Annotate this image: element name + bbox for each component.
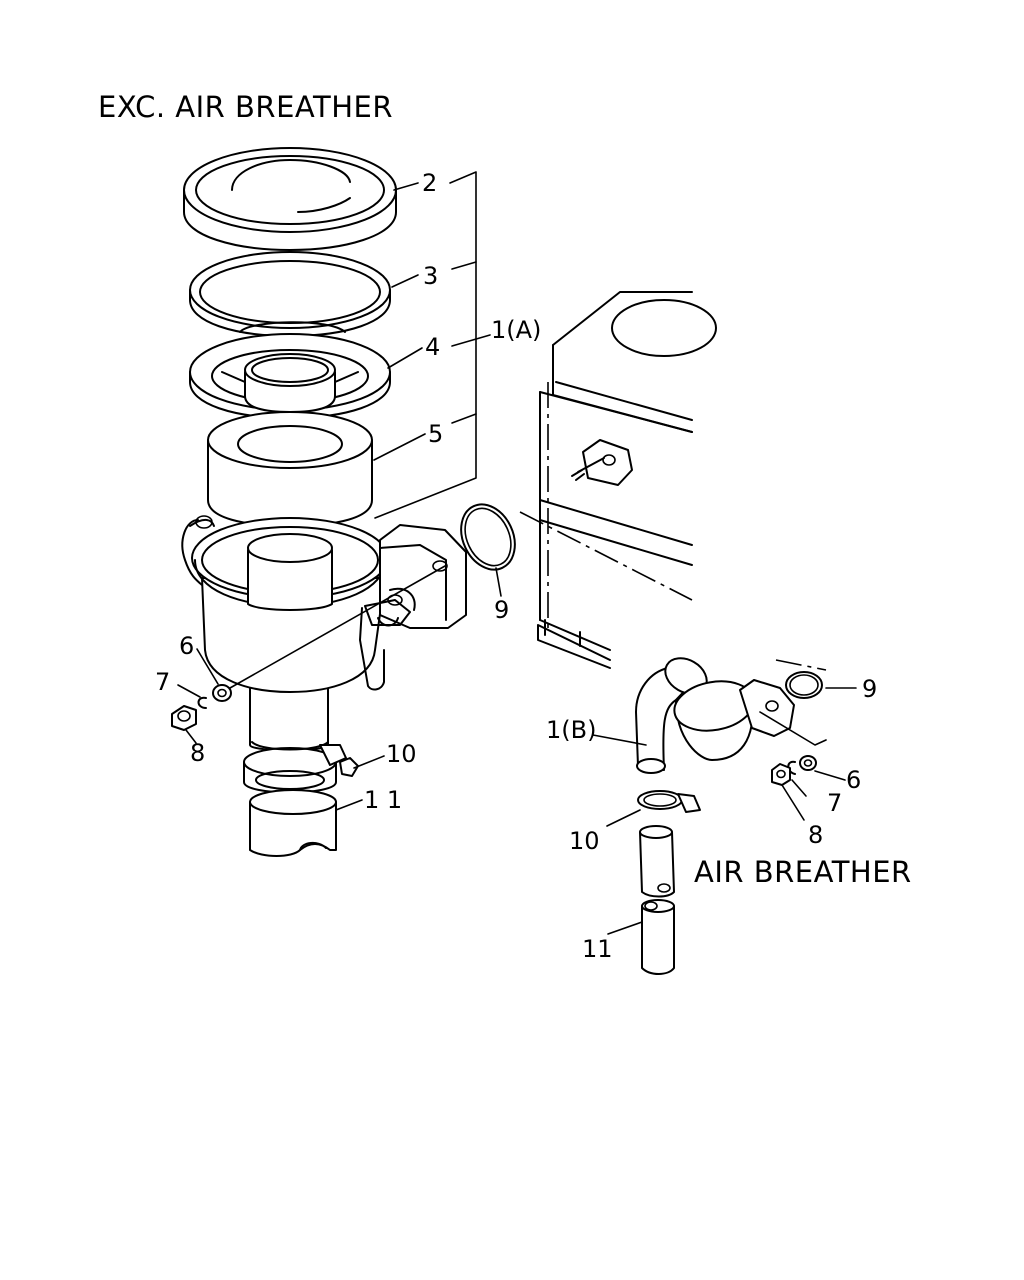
callout-9-right: 9 — [862, 675, 877, 703]
callout-10-left: 10 — [386, 740, 417, 768]
filter-element — [207, 411, 373, 527]
callout-11-right: 11 — [582, 935, 613, 963]
leader-lines — [177, 171, 857, 935]
callout-10-right: 10 — [569, 827, 600, 855]
air-breather-title: AIR BREATHER — [694, 855, 912, 889]
callout-7-right: 7 — [827, 789, 842, 817]
callout-1a: 1(A) — [491, 316, 541, 344]
air-breather-assembly — [635, 657, 823, 975]
callout-4: 4 — [425, 333, 440, 361]
callout-5: 5 — [428, 420, 443, 448]
exc-air-breather-title: EXC. AIR BREATHER — [98, 90, 393, 124]
o-ring-left-inner — [464, 507, 512, 567]
element-holder — [189, 321, 391, 419]
engine-block — [519, 291, 717, 669]
callout-11-left: 1 1 — [364, 786, 402, 814]
air-cleaner-cap — [183, 147, 397, 251]
gasket-ring — [189, 251, 391, 337]
callout-6-left: 6 — [179, 632, 194, 660]
callout-7-left: 7 — [155, 668, 170, 696]
callout-2: 2 — [422, 169, 437, 197]
cleaner-housing — [181, 515, 467, 857]
left-fasteners — [171, 684, 232, 731]
callout-8-right: 8 — [808, 821, 823, 849]
callout-6-right: 6 — [846, 766, 861, 794]
callout-8-left: 8 — [190, 739, 205, 767]
callout-1b: 1(B) — [546, 716, 596, 744]
callout-3: 3 — [423, 262, 438, 290]
o-ring-left — [460, 503, 516, 571]
callout-9-left: 9 — [494, 596, 509, 624]
